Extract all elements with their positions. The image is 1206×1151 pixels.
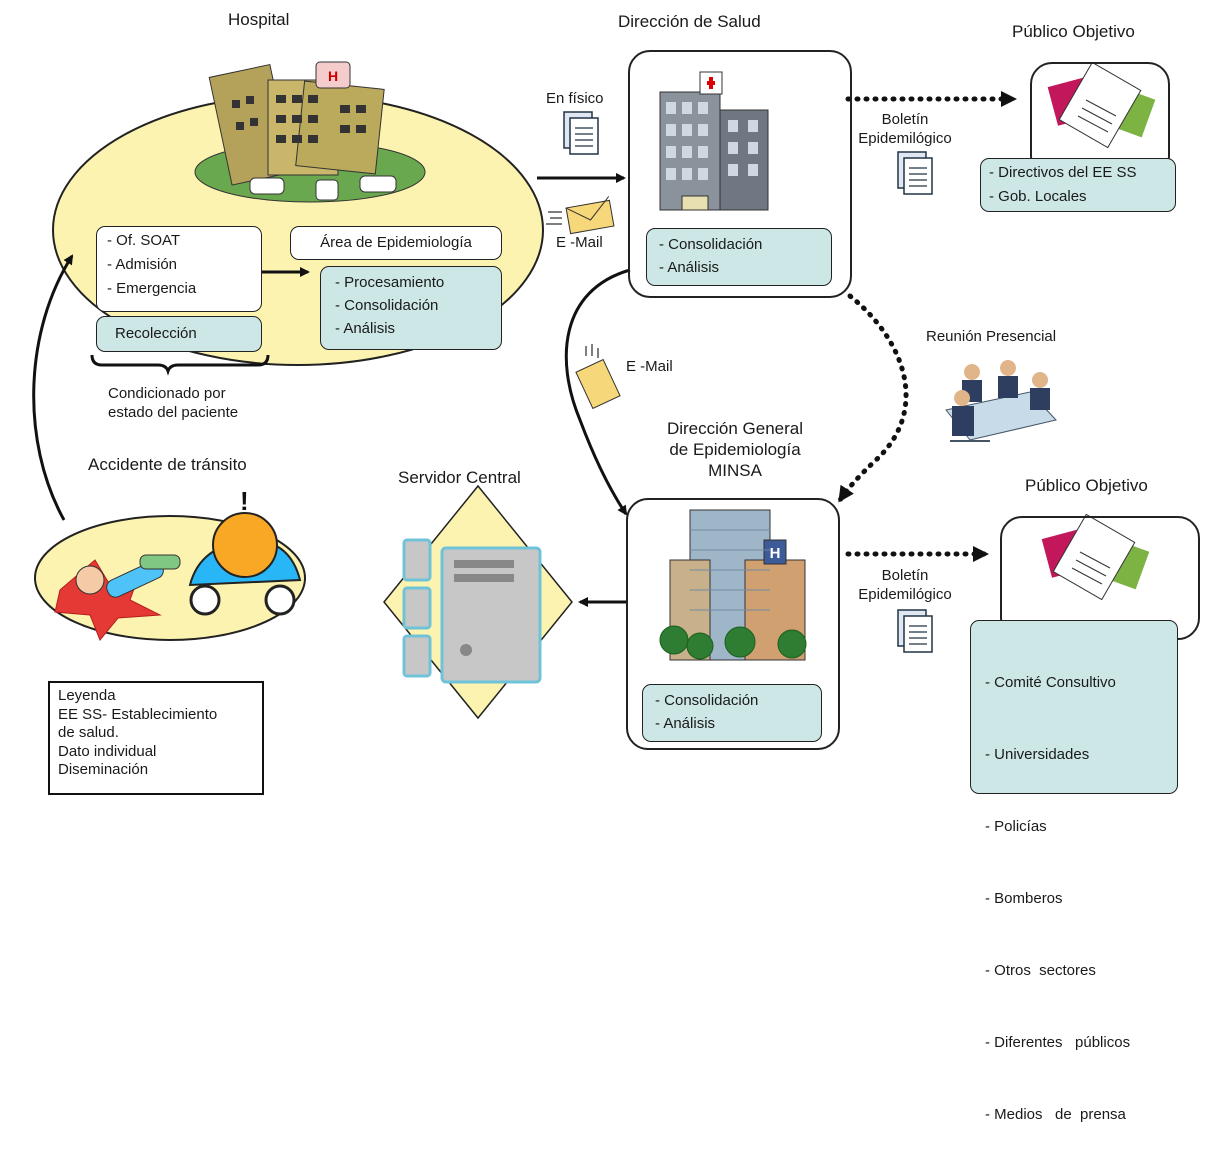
publico2-item-bomberos: - Bomberos bbox=[985, 890, 1063, 907]
accident-icon: ! bbox=[54, 486, 302, 641]
arrow-direccion-to-dge bbox=[564, 268, 631, 516]
dge-title-line2: de Epidemiología bbox=[669, 440, 801, 459]
dotted-arrows bbox=[837, 91, 1017, 562]
area-tasks-box: - Procesamiento - Consolidación - Anális… bbox=[320, 266, 502, 350]
publico1-item-gob-locales: - Gob. Locales bbox=[989, 188, 1087, 205]
area-task-analisis: - Análisis bbox=[335, 320, 396, 337]
recoleccion-label: Recolección bbox=[115, 325, 197, 342]
boletin-2-line2: Epidemilógico bbox=[858, 586, 952, 603]
accidente-title: Accidente de tránsito bbox=[88, 455, 247, 474]
direccion-salud-title: Dirección de Salud bbox=[618, 12, 761, 31]
dge-title-line1: Dirección General bbox=[666, 419, 804, 438]
dge-title-line3: MINSA bbox=[708, 461, 762, 480]
area-task-procesamiento: - Procesamiento bbox=[335, 274, 445, 291]
meeting-icon bbox=[945, 360, 1057, 442]
publico2-item-medios: - Medios de prensa bbox=[985, 1106, 1126, 1123]
source-item-emergencia: - Emergencia bbox=[107, 280, 197, 297]
boletin-label-1: Boletín Epidemilógico bbox=[850, 110, 960, 148]
publico1-item-directivos: - Directivos del EE SS bbox=[989, 164, 1137, 181]
hospital-building-icon: H bbox=[194, 61, 426, 203]
en-fisico-label: En físico bbox=[546, 90, 604, 107]
legend-diseminacion: Diseminación bbox=[58, 761, 149, 778]
direccion-salud-tasks: - Consolidación - Análisis bbox=[646, 228, 832, 286]
publico2-item-universidades: - Universidades bbox=[985, 746, 1090, 763]
publico-objetivo-title-2: Público Objetivo bbox=[1025, 476, 1148, 495]
publico2-item-otros: - Otros sectores bbox=[985, 962, 1096, 979]
server-icon bbox=[402, 538, 542, 684]
svg-text:H: H bbox=[770, 545, 781, 562]
email-label-2: E -Mail bbox=[626, 358, 673, 375]
reunion-label: Reunión Presencial bbox=[926, 328, 1057, 345]
svg-text:H: H bbox=[328, 68, 338, 84]
document-icon-en-fisico bbox=[563, 111, 599, 155]
area-epidemiologia-label: Área de Epidemiología bbox=[320, 234, 472, 251]
handshake-icon-1 bbox=[1047, 61, 1156, 149]
boletin-1-line2: Epidemilógico bbox=[858, 130, 952, 147]
dotted-direccion-to-dge bbox=[837, 293, 909, 503]
publico2-item-diferentes: - Diferentes públicos bbox=[985, 1034, 1131, 1051]
condicionado-note: Condicionado por estado del paciente bbox=[108, 384, 238, 422]
legend-dato: Dato individual bbox=[58, 742, 157, 760]
area-epidemiologia-box: Área de Epidemiología bbox=[290, 226, 502, 260]
boletin-1-line1: Boletín bbox=[881, 111, 929, 128]
publico1-list: - Directivos del EE SS - Gob. Locales bbox=[980, 158, 1176, 212]
condicionado-line1: Condicionado por bbox=[108, 385, 226, 402]
health-directorate-building-icon bbox=[659, 71, 769, 211]
servidor-title: Servidor Central bbox=[398, 468, 521, 487]
dge-task-consolidacion: - Consolidación bbox=[655, 692, 759, 709]
legend-box: Leyenda EE SS- Establecimiento de salud.… bbox=[48, 681, 264, 795]
dge-box bbox=[626, 498, 840, 750]
legend-line2: de salud. bbox=[58, 724, 119, 741]
direccion-salud-box bbox=[628, 50, 852, 298]
legend-line1: EE SS- Establecimiento bbox=[58, 705, 218, 723]
publico2-item-comite: - Comité Consultivo bbox=[985, 674, 1116, 691]
direccion-task-analisis: - Análisis bbox=[659, 259, 720, 276]
document-icon-boletin-2 bbox=[897, 609, 933, 653]
document-icon-boletin-1 bbox=[897, 151, 933, 195]
ministry-building-icon: H bbox=[659, 509, 807, 661]
hospital-title: Hospital bbox=[228, 10, 290, 29]
svg-text:!: ! bbox=[240, 486, 249, 516]
dge-title: Dirección General de Epidemiología MINSA bbox=[640, 418, 830, 481]
legend-title: Leyenda bbox=[58, 687, 116, 704]
bracket-recoleccion bbox=[90, 354, 270, 376]
email-label-1: E -Mail bbox=[556, 234, 603, 251]
dge-task-analisis: - Análisis bbox=[655, 715, 716, 732]
envelope-icon-1 bbox=[546, 196, 615, 235]
source-item-admision: - Admisión bbox=[107, 256, 178, 273]
dge-tasks: - Consolidación - Análisis bbox=[642, 684, 822, 742]
envelope-icon-2 bbox=[575, 344, 621, 410]
direccion-task-consolidacion: - Consolidación bbox=[659, 236, 763, 253]
boletin-label-2: Boletín Epidemilógico bbox=[850, 566, 960, 604]
area-task-consolidacion: - Consolidación bbox=[335, 297, 439, 314]
recoleccion-box: Recolección bbox=[96, 316, 262, 352]
arrow-accidente-to-hospital bbox=[32, 254, 74, 521]
hospital-sources-box: - Of. SOAT - Admisión - Emergencia bbox=[96, 226, 262, 312]
condicionado-line2: estado del paciente bbox=[108, 404, 239, 421]
handshake-icon-2 bbox=[1041, 513, 1150, 601]
publico2-list: - Comité Consultivo - Universidades - Po… bbox=[970, 620, 1178, 1123]
boletin-2-line1: Boletín bbox=[881, 567, 929, 584]
source-item-soat: - Of. SOAT bbox=[107, 232, 181, 249]
publico-objetivo-title-1: Público Objetivo bbox=[1012, 22, 1135, 41]
publico2-item-policias: - Policías bbox=[985, 818, 1047, 835]
